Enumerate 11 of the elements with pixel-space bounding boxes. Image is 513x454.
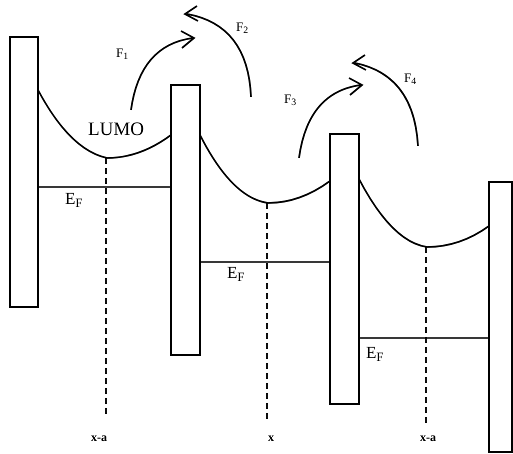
- fermi-level-label: E$_{F}$: [65, 190, 82, 207]
- position-label: x-a: [91, 431, 107, 443]
- position-label: x: [268, 431, 274, 443]
- force-label: F$_{2}$: [236, 20, 248, 33]
- force-label: F$_{3}$: [284, 92, 296, 105]
- fermi-level-label: E$_{F}$: [366, 344, 384, 361]
- level-label: LUMO: [88, 120, 144, 139]
- position-label: x-a: [420, 431, 436, 443]
- fermi-level-label: E$_{F}$: [227, 264, 244, 281]
- force-label: F$_{1}$: [116, 46, 128, 59]
- force-label: F$_{4}$: [404, 71, 416, 84]
